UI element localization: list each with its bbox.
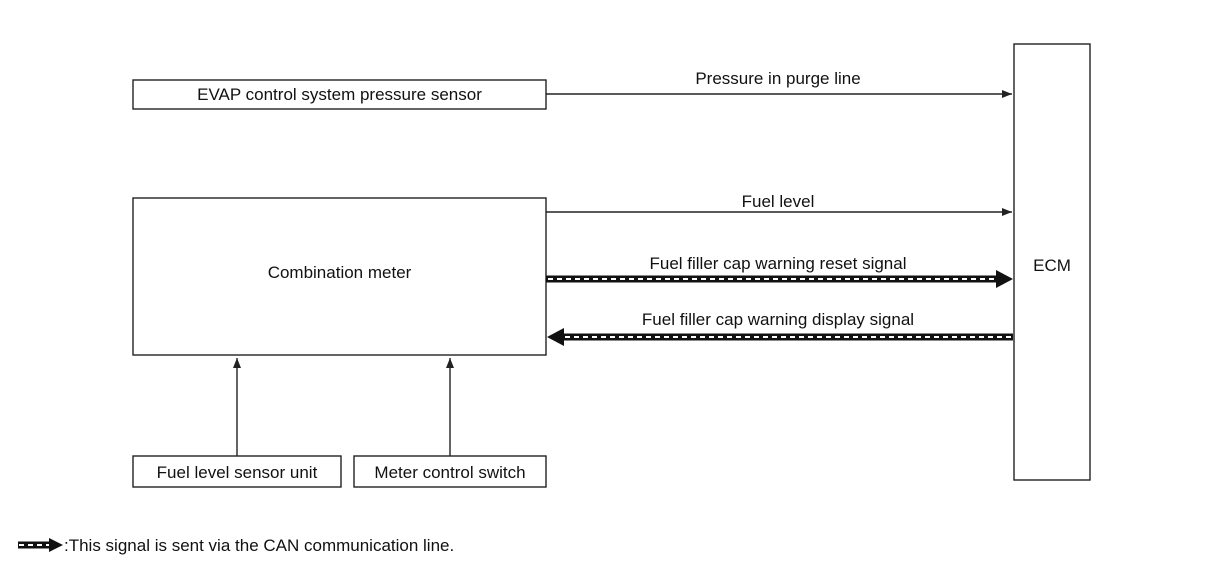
evap-sensor-box <box>132 79 547 110</box>
legend: :This signal is sent via the CAN communi… <box>18 536 454 555</box>
combination-meter-label: Combination meter <box>268 263 412 282</box>
display-arrowhead <box>547 328 564 346</box>
pressure-label: Pressure in purge line <box>695 69 860 88</box>
fuel-level-sensor-block: Fuel level sensor unit <box>132 455 342 488</box>
ecm-box <box>1013 43 1091 481</box>
fuel-level-signal: Fuel level <box>546 192 1012 216</box>
ecm-label: ECM <box>1033 256 1071 275</box>
combination-meter-box <box>132 197 547 356</box>
meter-control-switch-label: Meter control switch <box>374 463 525 482</box>
meter-control-switch-box <box>353 455 547 488</box>
combination-meter-block: Combination meter <box>132 197 547 356</box>
ecm-block: ECM <box>1013 43 1091 481</box>
display-signal: Fuel filler cap warning display signal <box>547 310 1013 346</box>
display-signal-label: Fuel filler cap warning display signal <box>642 310 914 329</box>
reset-signal-label: Fuel filler cap warning reset signal <box>649 254 906 273</box>
evap-sensor-block: EVAP control system pressure sensor <box>132 79 547 110</box>
fuel-level-sensor-label: Fuel level sensor unit <box>157 463 318 482</box>
reset-signal: Fuel filler cap warning reset signal <box>546 254 1013 288</box>
evap-sensor-label: EVAP control system pressure sensor <box>197 85 482 104</box>
legend-arrowhead <box>49 538 63 552</box>
pressure-signal: Pressure in purge line <box>546 69 1012 98</box>
legend-text: :This signal is sent via the CAN communi… <box>64 536 454 555</box>
meter-control-switch-block: Meter control switch <box>353 455 547 488</box>
reset-arrowhead <box>996 270 1013 288</box>
fuel-level-label: Fuel level <box>742 192 815 211</box>
